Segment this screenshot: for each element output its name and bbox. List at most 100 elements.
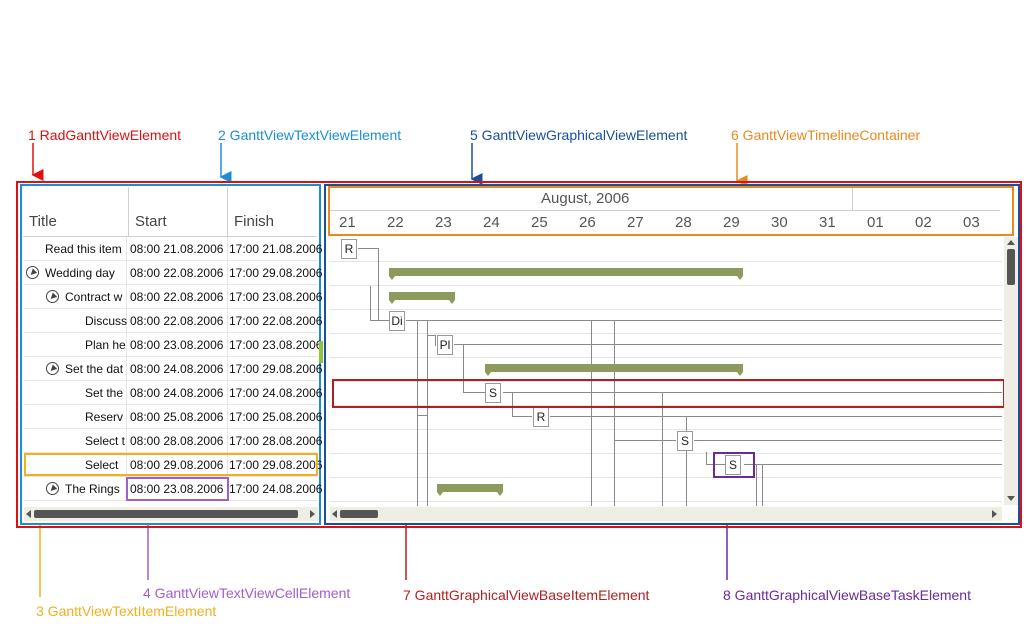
graphical-hscrollbar[interactable] — [330, 507, 1002, 521]
scroll-up-icon[interactable] — [1007, 240, 1015, 245]
timeline-day: 25 — [531, 214, 548, 231]
title-cell[interactable]: Discuss — [23, 309, 127, 332]
title-text: Read this item — [45, 242, 122, 256]
expander-icon[interactable]: ◀ — [23, 263, 42, 282]
graphical-row-line — [330, 501, 1002, 502]
start-cell[interactable]: 08:00 22.08.2006 — [130, 290, 224, 304]
annotation-1: 1 RadGanttViewElement — [28, 127, 182, 143]
start-cell[interactable]: 08:00 22.08.2006 — [130, 266, 224, 280]
task-select-t[interactable]: S — [677, 431, 693, 451]
finish-cell[interactable]: 17:00 29.08.2006 — [229, 266, 323, 280]
splitter[interactable] — [319, 341, 323, 363]
task-plan[interactable]: Pl — [437, 335, 453, 355]
column-header-finish[interactable]: Finish — [234, 213, 275, 230]
finish-cell[interactable]: 17:00 23.08.2006 — [229, 290, 323, 304]
text-view-scrollbar[interactable] — [24, 507, 318, 521]
annotation-5: 5 GanttViewGraphicalViewElement — [470, 127, 688, 143]
expander-icon[interactable]: ◀ — [43, 287, 62, 306]
task-select[interactable]: S — [725, 455, 741, 475]
scroll-right-icon[interactable] — [992, 510, 997, 518]
finish-cell[interactable]: 17:00 28.08.2006 — [229, 434, 323, 448]
timeline-day: 30 — [771, 214, 788, 231]
graphical-row-line — [330, 381, 1002, 382]
scroll-right-icon[interactable] — [310, 510, 315, 518]
finish-cell[interactable]: 17:00 22.08.2006 — [229, 314, 323, 328]
title-cell[interactable]: ◀Contract w — [23, 285, 127, 308]
start-cell[interactable]: 08:00 21.08.2006 — [130, 242, 224, 256]
task-discuss[interactable]: Di — [389, 311, 405, 331]
annotation-6: 6 GanttViewTimelineContainer — [731, 127, 921, 143]
title-cell[interactable]: ◀Set the dat — [23, 357, 127, 380]
hscroll-thumb[interactable] — [340, 510, 378, 518]
vscroll-thumb[interactable] — [1007, 249, 1015, 285]
title-cell[interactable]: Select t — [23, 429, 127, 452]
title-cell[interactable]: Read this item — [23, 237, 127, 260]
grid-header: Title Start Finish — [23, 187, 317, 237]
text-view-element — [20, 184, 321, 525]
graphical-vscrollbar[interactable] — [1004, 237, 1018, 505]
scroll-left-icon[interactable] — [332, 510, 337, 518]
start-cell[interactable]: 08:00 24.08.2006 — [130, 386, 224, 400]
title-cell[interactable]: Select — [23, 453, 127, 476]
start-cell[interactable]: 08:00 29.08.2006 — [130, 458, 224, 472]
title-cell[interactable]: ◀The Rings — [23, 477, 127, 500]
finish-cell[interactable]: 17:00 29.08.2006 — [229, 362, 323, 376]
timeline-day: 23 — [435, 214, 452, 231]
scroll-left-icon[interactable] — [26, 510, 31, 518]
finish-cell[interactable]: 17:00 29.08.2006 — [229, 458, 323, 472]
task-set-the[interactable]: S — [485, 383, 501, 403]
annotation-7: 7 GanttGraphicalViewBaseItemElement — [403, 587, 650, 603]
finish-cell[interactable]: 17:00 25.08.2006 — [229, 410, 323, 424]
rad-gantt-view-element — [16, 181, 1022, 528]
summary-bar-contract[interactable] — [389, 292, 455, 304]
task-read-item[interactable]: R — [341, 239, 357, 259]
start-cell[interactable]: 08:00 22.08.2006 — [130, 314, 224, 328]
timeline-day: 01 — [867, 214, 884, 231]
start-cell[interactable]: 08:00 23.08.2006 — [130, 482, 224, 496]
summary-bar-set-date[interactable] — [485, 364, 743, 376]
title-cell[interactable]: Reserv — [23, 405, 127, 428]
graphical-row-line — [330, 309, 1002, 310]
expander-icon[interactable]: ◀ — [43, 359, 62, 378]
annotation-3: 3 GanttViewTextItemElement — [36, 603, 217, 619]
annotation-8: 8 GanttGraphicalViewBaseTaskElement — [723, 587, 971, 603]
timeline-day: 02 — [915, 214, 932, 231]
title-cell[interactable]: Set the — [23, 381, 127, 404]
title-cell[interactable]: Plan he — [23, 333, 127, 356]
graphical-item-highlight — [332, 379, 1005, 408]
scroll-down-icon[interactable] — [1007, 496, 1015, 501]
finish-cell[interactable]: 17:00 21.08.2006 — [229, 242, 323, 256]
title-text: The Rings — [65, 482, 120, 496]
start-cell[interactable]: 08:00 25.08.2006 — [130, 410, 224, 424]
column-header-title[interactable]: Title — [29, 213, 57, 230]
task-reserve[interactable]: R — [533, 407, 549, 427]
timeline-day: 22 — [387, 214, 404, 231]
title-cell[interactable]: ◀Wedding day — [23, 261, 127, 284]
finish-cell[interactable]: 17:00 24.08.2006 — [229, 482, 323, 496]
start-cell[interactable]: 08:00 28.08.2006 — [130, 434, 224, 448]
timeline-day: 24 — [483, 214, 500, 231]
finish-cell[interactable]: 17:00 24.08.2006 — [229, 386, 323, 400]
start-cell[interactable]: 08:00 23.08.2006 — [130, 338, 224, 352]
summary-bar-wedding-day[interactable] — [389, 268, 743, 280]
text-row[interactable]: Read this item 08:00 21.08.2006 17:00 21.0… — [23, 237, 323, 261]
grid-rows: Read this item 08:00 21.08.2006 17:00 21.0… — [23, 237, 323, 505]
title-text: Discuss — [85, 314, 128, 328]
summary-bar-rings[interactable] — [437, 484, 503, 496]
finish-cell[interactable]: 17:00 23.08.2006 — [229, 338, 323, 352]
column-header-start[interactable]: Start — [135, 213, 167, 230]
scroll-thumb[interactable] — [34, 510, 298, 518]
start-cell[interactable]: 08:00 24.08.2006 — [130, 362, 224, 376]
annotation-2: 2 GanttViewTextViewElement — [218, 127, 402, 143]
timeline-day: 27 — [627, 214, 644, 231]
expander-icon[interactable]: ◀ — [43, 479, 62, 498]
